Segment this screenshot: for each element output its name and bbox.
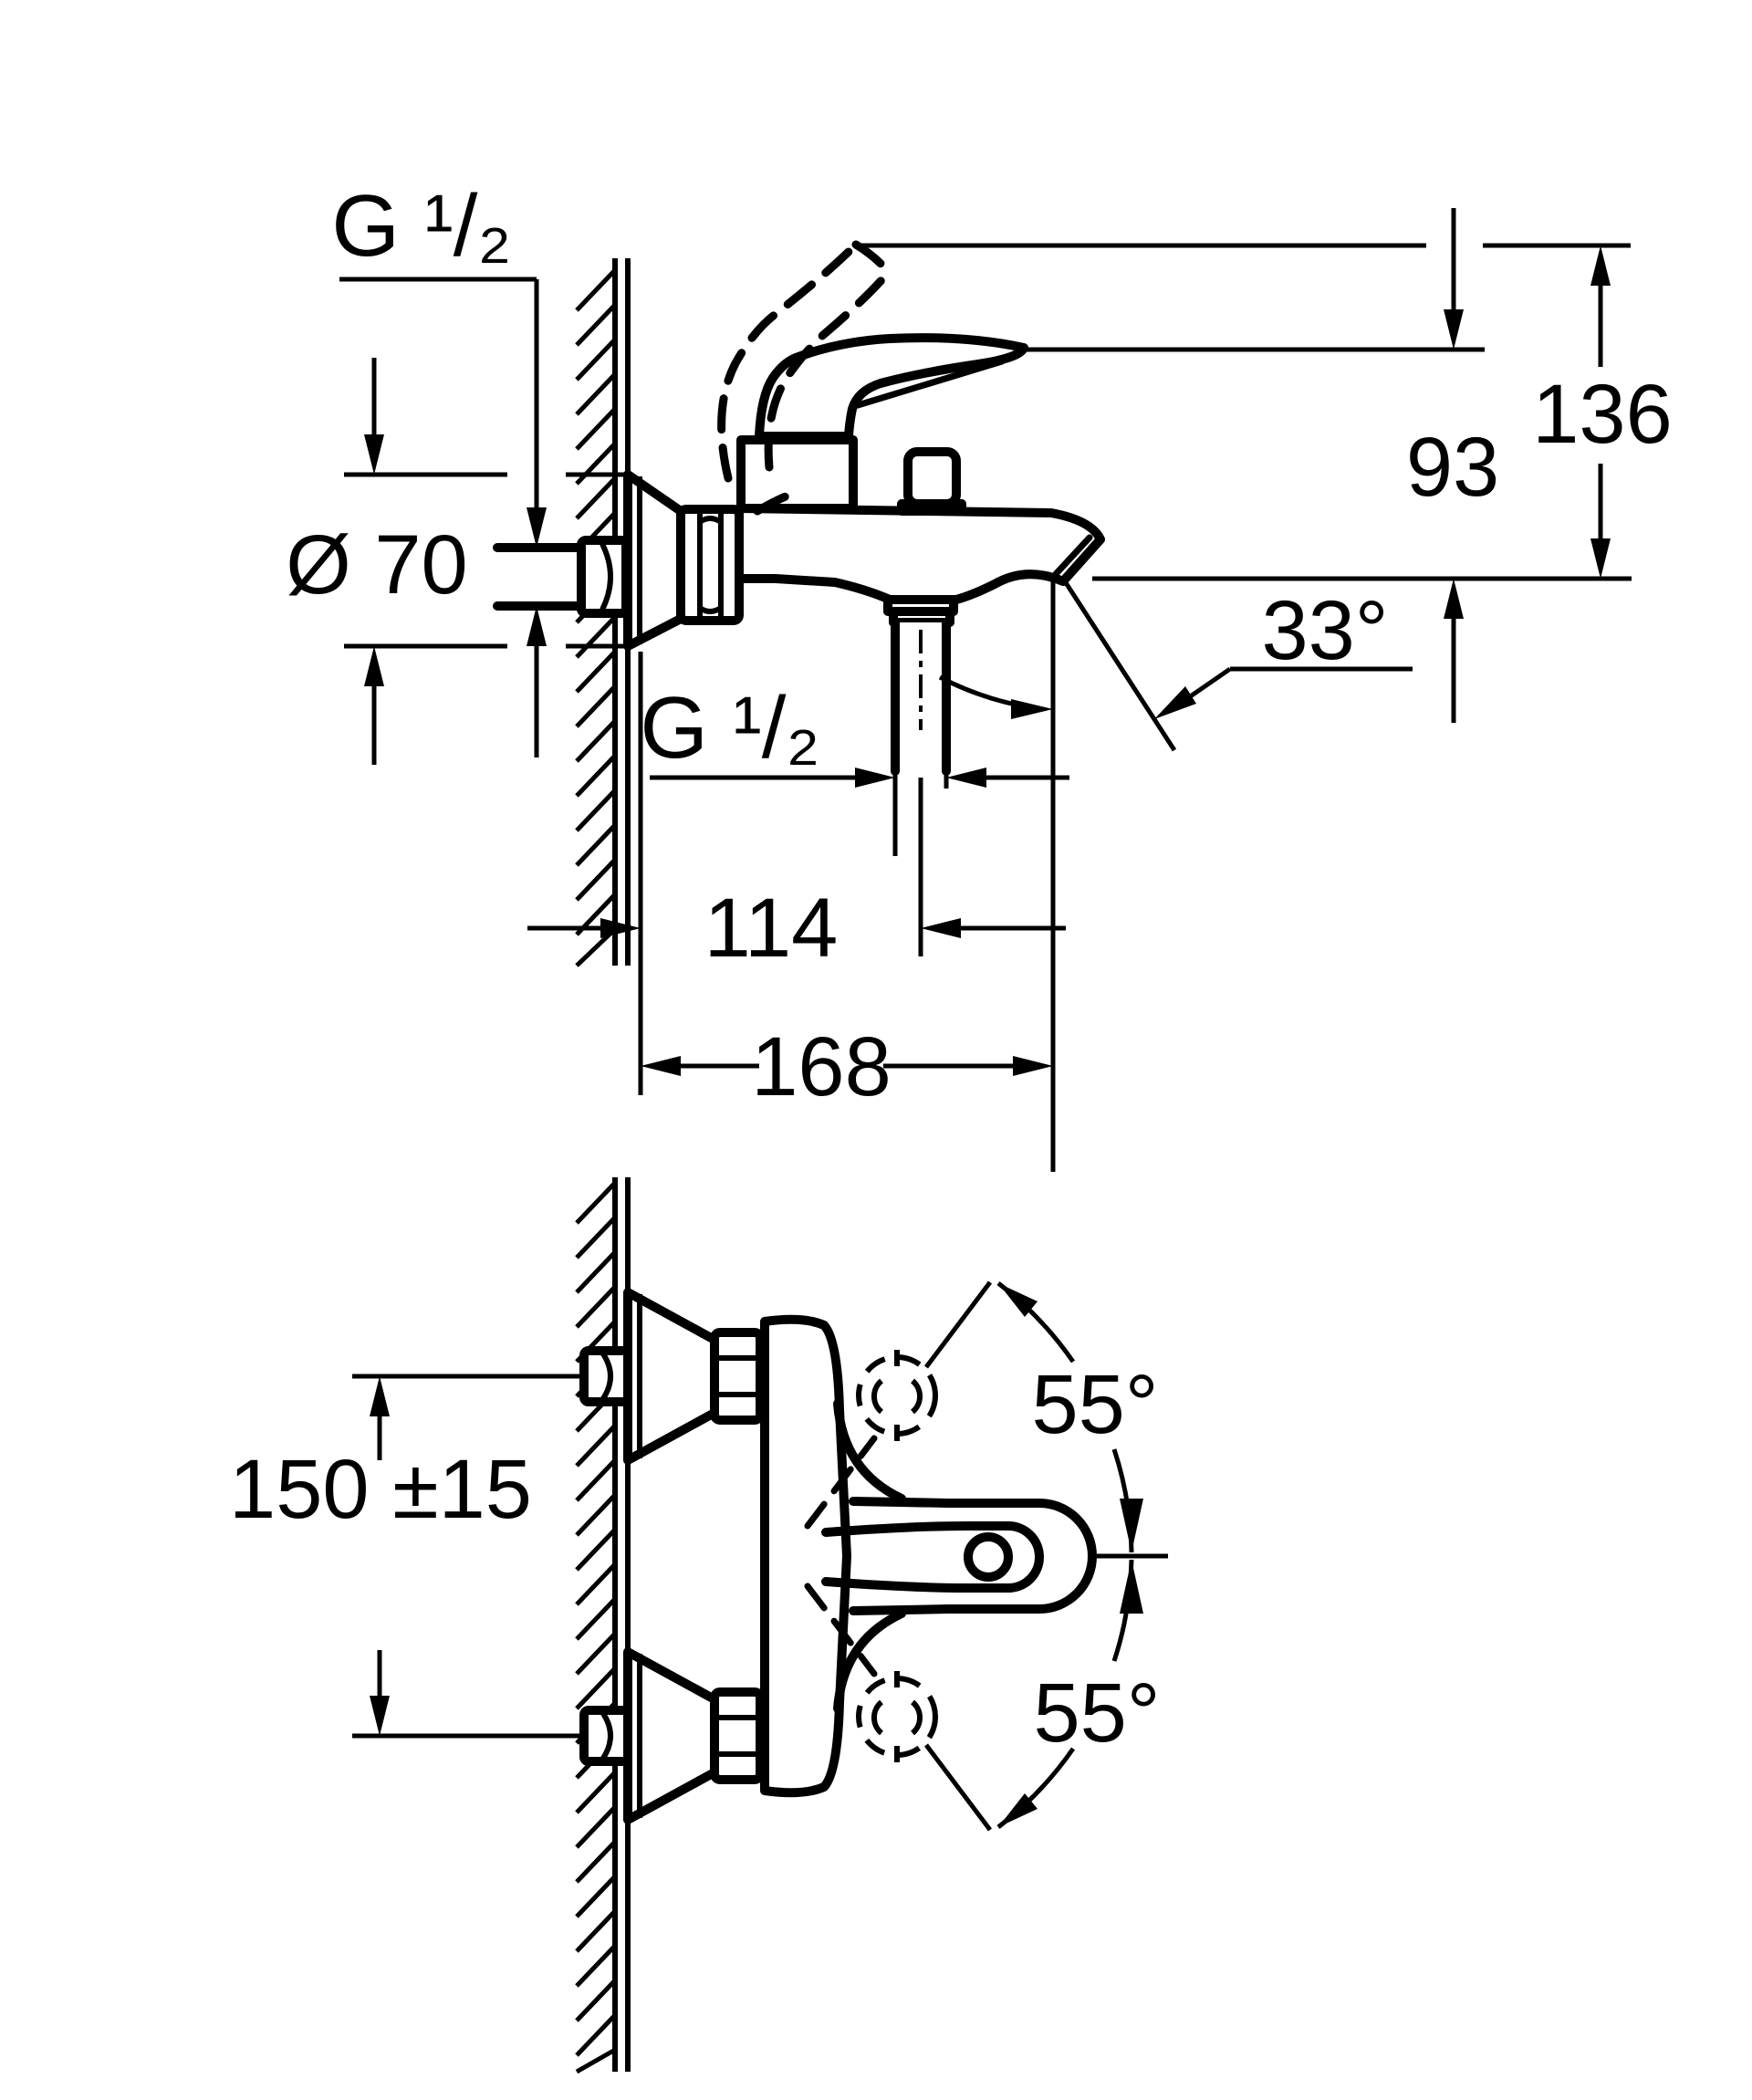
label-swivel-up: 55° [1031,1358,1158,1451]
side-view: G ¹/₂ Ø 70 93 136 [286,177,1673,1172]
side-view-dimensions: G ¹/₂ Ø 70 93 136 [286,177,1673,1172]
diverter-knob [903,447,961,508]
body-and-spout [735,504,1105,604]
label-thread-bottom: G ¹/₂ [640,679,819,777]
cartridge-cap [736,435,858,513]
dim-thread-top: G ¹/₂ [331,177,547,757]
dim-136: 136 [1532,246,1673,579]
supply-pipe-fill [497,548,581,606]
swivel-direction-arrow [938,674,1053,719]
dim-spout-angle: 33° [1062,580,1413,752]
label-max-height-136: 136 [1532,368,1673,461]
label-escutcheon-diameter: Ø 70 [286,518,467,611]
shower-outlet-pipe [891,618,951,776]
escutcheon [623,470,685,651]
dim-connection-spacing: 150 ±15 [229,1374,584,1739]
handle-position-upper-dashed [804,1280,992,1530]
lever-closed [755,333,1028,441]
label-wall-to-outlet-114: 114 [704,882,839,975]
dim-114: 114 [527,652,1066,1095]
handle-position-lower-dashed [804,1583,992,1832]
wall-hatching [575,1181,617,2074]
label-swivel-down: 55° [1033,1666,1160,1760]
plan-view-dimensions: 150 ±15 55° 55° [229,1281,1168,1829]
faucet-side-elevation [493,240,1105,856]
supply-pipe [493,543,586,611]
dim-93: 93 [1406,208,1499,723]
union-nut [676,505,744,625]
faucet-plan [579,1280,1097,1832]
dim-escutcheon-diameter: Ø 70 [286,358,628,765]
dim-swivel-lower: 55° [996,1559,1161,1829]
handle-inner [821,1521,1044,1593]
label-connection-spacing: 150 ±15 [229,1443,532,1536]
label-projection-168: 168 [751,1020,892,1113]
body-plan [760,1314,851,1798]
plan-view: 150 ±15 55° 55° [229,1177,1168,2074]
dim-thread-bottom: G ¹/₂ [640,679,1069,788]
union-nut-upper [710,1328,765,1425]
label-spout-angle-33: 33° [1261,584,1388,677]
handle-hole [964,1532,1013,1582]
handle-outline [849,1497,1097,1615]
dim-168: 168 [641,575,1056,1172]
union-nut-lower [710,1687,765,1784]
aerator-face [1052,534,1093,578]
label-height-93: 93 [1406,421,1499,514]
lever-open-dashed [717,240,893,516]
extension-lines [860,243,1632,581]
label-thread-top: G ¹/₂ [331,177,511,275]
wall-section-plan [575,1177,631,2074]
dim-swivel-upper: 55° [996,1281,1159,1553]
